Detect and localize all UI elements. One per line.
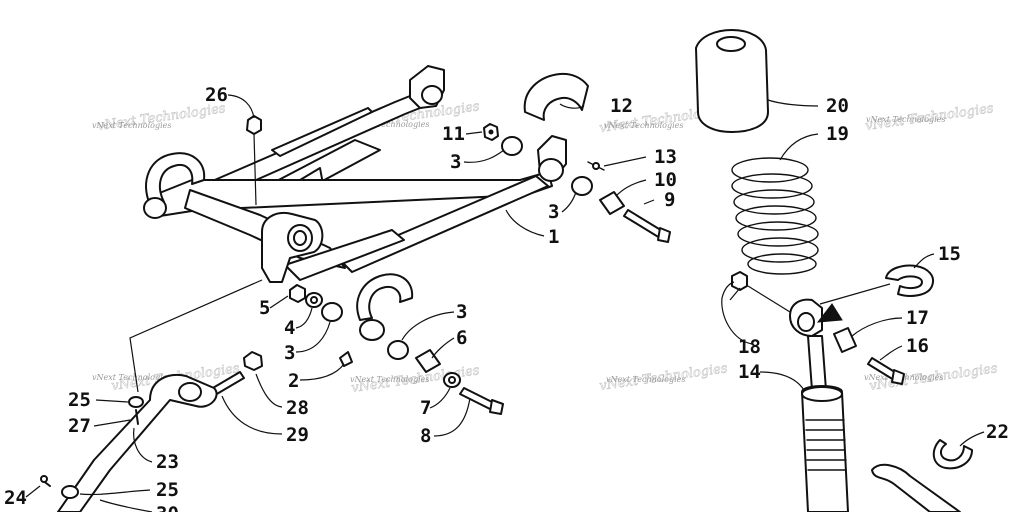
callout-9: 9	[664, 189, 675, 211]
bolt-9-head	[657, 227, 671, 243]
washer-7-hole	[448, 376, 456, 384]
shock-body-ribs	[805, 419, 847, 471]
shock-rod	[807, 335, 827, 391]
callout-3: 3	[456, 301, 467, 323]
callout-28: 28	[286, 397, 309, 419]
watermark: vNext Technologies	[350, 120, 429, 129]
link-arm-body	[57, 374, 218, 512]
frame-front-cross-bar	[284, 229, 405, 281]
callout-1: 1	[548, 226, 559, 248]
callout-3: 3	[548, 201, 559, 223]
washer-25-lower	[61, 485, 79, 499]
callout-5: 5	[259, 297, 270, 319]
callout-15: 15	[938, 243, 961, 265]
watermark: vNext Technologies	[92, 373, 171, 382]
callout-7: 7	[420, 397, 431, 419]
bushing-3-left	[321, 302, 343, 322]
watermark: vNext Technologies	[866, 115, 945, 124]
swing-arm-frame	[143, 65, 567, 341]
callout-17: 17	[906, 307, 929, 329]
callout-16: 16	[906, 335, 929, 357]
jounce-bumper	[695, 29, 769, 133]
callout-18: 18	[738, 336, 761, 358]
bolt-16-head	[891, 369, 905, 385]
frame-left-hoop	[145, 152, 206, 206]
frame-back-brace	[271, 107, 373, 157]
callout-2: 2	[288, 370, 299, 392]
bolt-8-head	[489, 399, 504, 415]
callout-26: 26	[205, 84, 228, 106]
lower-link-arm	[40, 374, 218, 512]
frame-front-pivot-end	[359, 319, 385, 341]
frame-front-loop	[356, 273, 414, 321]
link-arm-bore	[178, 382, 202, 402]
spacer-10	[599, 191, 625, 215]
washer-4-hole	[310, 296, 318, 304]
retaining-clip	[932, 439, 973, 470]
spacer-6	[415, 349, 441, 373]
spring-retainer	[885, 264, 934, 297]
screw-27	[135, 409, 139, 425]
frame-left-pivot-end	[143, 197, 167, 219]
bushing-17	[833, 327, 857, 353]
bolt-9-shank	[623, 209, 665, 239]
watermark: vNext Technologies	[604, 121, 683, 130]
grease-fitting-13-head	[592, 162, 600, 170]
frame-main-tube-right	[339, 175, 549, 273]
bushing-3-lower	[387, 340, 409, 360]
callout-27: 27	[68, 415, 91, 437]
callout-13: 13	[654, 146, 677, 168]
watermark: vNext Technologies	[92, 121, 171, 130]
frame-right-pivot-end	[538, 158, 564, 182]
callout-11: 11	[442, 123, 465, 145]
leader-lines	[25, 94, 985, 512]
frame-main-tube-left	[151, 171, 553, 217]
callout-24: 24	[4, 487, 27, 509]
washer-25-upper	[128, 396, 144, 408]
callout-25: 25	[156, 479, 179, 501]
callout-29: 29	[286, 424, 309, 446]
callout-14: 14	[738, 361, 761, 383]
callout-3: 3	[450, 151, 461, 173]
nut-26	[246, 115, 262, 135]
shock-lower-mount	[871, 463, 961, 512]
nut-5	[289, 284, 306, 303]
callout-3: 3	[284, 342, 295, 364]
callout-6: 6	[456, 327, 467, 349]
callout-8: 8	[420, 425, 431, 447]
callout-labels: 26 12 11 3 13 10 9 3 1 5 4 3 2 3 6 7 8 2…	[4, 84, 1009, 512]
callout-25: 25	[68, 389, 91, 411]
pivot-guard	[523, 72, 589, 121]
nut-18	[731, 271, 748, 291]
callout-23: 23	[156, 451, 179, 473]
shock-top-eye-bore	[797, 312, 815, 332]
upper-hardware	[483, 72, 671, 243]
frame-center-bracket-hole	[293, 230, 307, 246]
watermark: vNext Technologies	[350, 375, 429, 384]
callout-30: 30	[156, 503, 179, 512]
frame-rear-bracket-bore	[421, 85, 443, 105]
nut-11-hole	[488, 129, 494, 135]
orientation-arrow	[816, 303, 843, 323]
coil-spring	[731, 157, 819, 275]
callout-10: 10	[654, 169, 677, 191]
bushing-right	[571, 176, 593, 196]
callout-20: 20	[826, 95, 849, 117]
shock-assembly	[695, 29, 973, 512]
nut-28	[243, 351, 263, 371]
jounce-bumper-top	[716, 36, 746, 52]
shock-body	[801, 385, 849, 512]
screw-24-head	[40, 475, 48, 483]
watermark: vNext Technologies	[606, 375, 685, 384]
callout-22: 22	[986, 421, 1009, 443]
grease-fitting-2	[339, 351, 353, 367]
callout-19: 19	[826, 123, 849, 145]
callout-4: 4	[284, 317, 295, 339]
shock-body-top	[801, 386, 843, 402]
bushing-upper	[501, 136, 523, 156]
callout-12: 12	[610, 95, 633, 117]
